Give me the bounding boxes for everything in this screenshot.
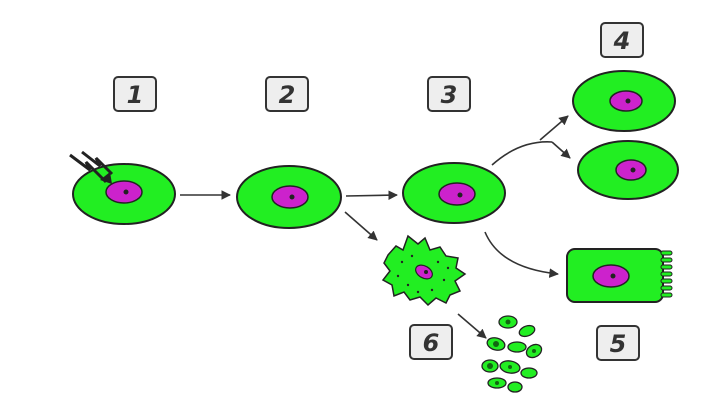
label-6: 6 [423, 329, 440, 357]
apoptotic-cell [381, 234, 467, 307]
label-3: 3 [441, 81, 458, 109]
nucleus-3 [438, 182, 476, 206]
arrow-3-to-5 [484, 231, 559, 278]
label-box-4: 4 [600, 22, 644, 58]
arrows [180, 115, 571, 339]
label-box-6: 6 [409, 324, 453, 360]
label-box-2: 2 [265, 76, 309, 112]
cell-3 [402, 162, 506, 224]
label-1: 1 [127, 81, 144, 109]
label-4: 4 [613, 27, 631, 55]
arrow-apoptosis-to-bodies [457, 313, 487, 339]
microvilli [660, 250, 673, 298]
label-box-3: 3 [427, 76, 471, 112]
cell-4-top [572, 70, 676, 132]
arrow-2-to-3 [345, 190, 398, 200]
arrow-3-to-apoptosis [344, 211, 378, 241]
apoptotic-bodies [481, 315, 543, 393]
cell-5-differentiated [566, 248, 673, 303]
cell-4-bottom [577, 140, 679, 200]
arrow-3-to-4-bottom [551, 141, 571, 159]
arrow-3-to-4 [491, 141, 553, 166]
apoptotic-body-fragments-dark [487, 319, 536, 385]
label-5: 5 [610, 330, 627, 358]
arrow-3-to-4-top [539, 115, 569, 141]
label-box-1: 1 [113, 76, 157, 112]
label-box-5: 5 [596, 325, 640, 361]
cell-2 [236, 165, 342, 229]
cell-1 [72, 163, 176, 225]
label-2: 2 [279, 81, 296, 109]
lightning-bolt-icon [69, 150, 114, 184]
